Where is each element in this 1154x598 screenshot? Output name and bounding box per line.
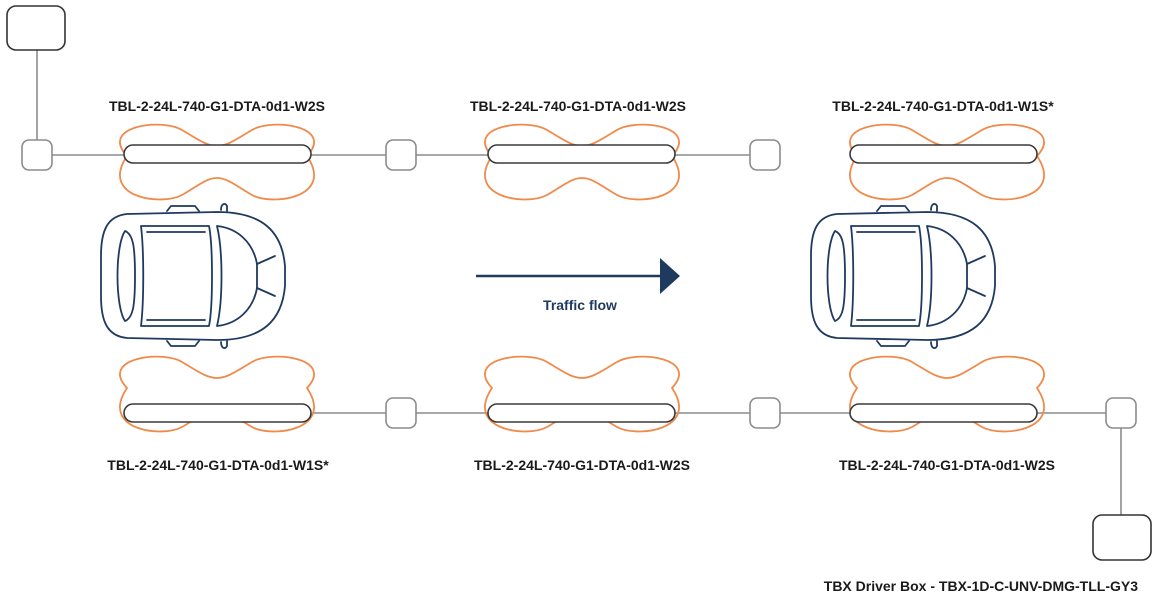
driver-box-label: TBX Driver Box - TBX-1D-C-UNV-DMG-TLL-GY… — [824, 578, 1138, 594]
linear-fixture — [123, 403, 312, 423]
connector-node — [749, 139, 781, 171]
car-icon — [100, 203, 286, 349]
bottom-fixture-2-label: TBL-2-24L-740-G1-DTA-0d1-W2S — [474, 457, 690, 473]
connector-node — [385, 139, 417, 171]
bottom-fixture-2 — [484, 355, 680, 433]
top-fixture-3-label: TBL-2-24L-740-G1-DTA-0d1-W1S* — [832, 98, 1054, 114]
top-junction-box — [6, 5, 66, 51]
traffic-flow-label: Traffic flow — [543, 297, 617, 313]
connector-node — [385, 397, 417, 429]
top-fixture-2-label: TBL-2-24L-740-G1-DTA-0d1-W2S — [470, 98, 686, 114]
linear-fixture — [487, 144, 676, 164]
bottom-fixture-3 — [849, 355, 1045, 433]
linear-fixture — [123, 144, 312, 164]
linear-fixture — [849, 144, 1038, 164]
connector-node — [1105, 397, 1137, 429]
bottom-fixture-1 — [119, 355, 315, 433]
top-fixture-1 — [119, 123, 315, 201]
linear-fixture — [487, 403, 676, 423]
car-icon — [810, 203, 996, 349]
bottom-fixture-3-label: TBL-2-24L-740-G1-DTA-0d1-W2S — [839, 457, 1055, 473]
top-fixture-2 — [484, 123, 680, 201]
connector-node — [21, 139, 53, 171]
top-fixture-3 — [849, 123, 1045, 201]
top-fixture-1-label: TBL-2-24L-740-G1-DTA-0d1-W2S — [109, 98, 325, 114]
connector-node — [749, 397, 781, 429]
bottom-fixture-1-label: TBL-2-24L-740-G1-DTA-0d1-W1S* — [107, 457, 329, 473]
arrow-right-icon — [476, 258, 680, 294]
linear-fixture — [849, 403, 1038, 423]
driver-box — [1092, 514, 1152, 561]
